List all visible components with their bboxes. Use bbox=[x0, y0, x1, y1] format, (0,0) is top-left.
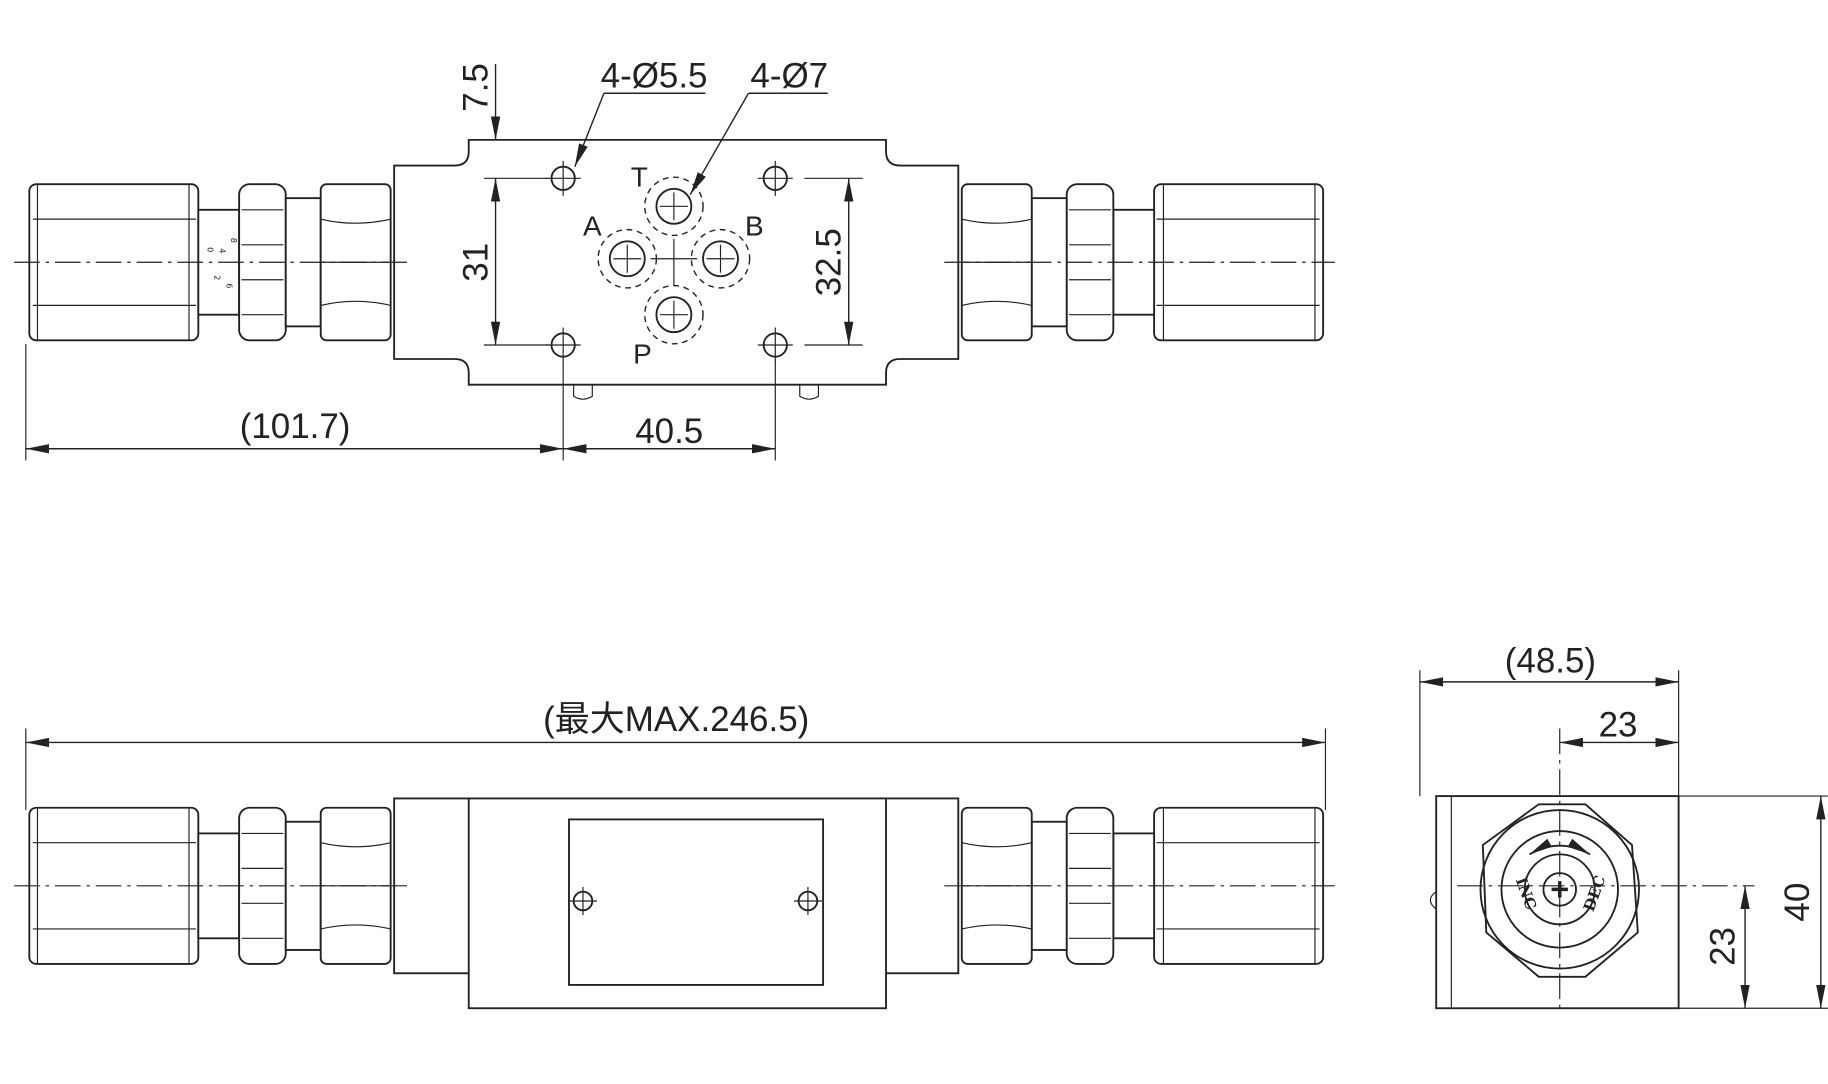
dim-7-5: 7.5 bbox=[456, 63, 495, 112]
port-label-t: T bbox=[631, 161, 648, 192]
svg-text:2: 2 bbox=[213, 275, 223, 280]
svg-text:8: 8 bbox=[229, 238, 239, 243]
port-label-b: B bbox=[745, 210, 764, 241]
svg-text:4: 4 bbox=[217, 248, 227, 253]
svg-text:0: 0 bbox=[206, 247, 216, 252]
port-label-a: A bbox=[583, 210, 602, 241]
nameplate bbox=[568, 818, 825, 986]
adjustment-scale: 8 4 0 2 6 bbox=[206, 238, 239, 289]
side-view: INC DEC (48.5) 23 40 23 bbox=[1419, 642, 1828, 1015]
svg-text:6: 6 bbox=[224, 283, 234, 288]
mounting-holes bbox=[545, 160, 793, 363]
dim-31: 31 bbox=[456, 243, 495, 282]
dim-knob-height: 23 bbox=[1704, 927, 1743, 966]
dim-101-7: (101.7) bbox=[240, 407, 351, 446]
dim-knob-offset: 23 bbox=[1599, 706, 1638, 745]
dim-overall-length: (最大MAX.246.5) bbox=[543, 700, 809, 739]
top-view: T A B P 8 4 0 2 6 7.5 31 32.5 4-Ø5.5 4-Ø… bbox=[14, 56, 1335, 461]
front-view: (最大MAX.246.5) bbox=[14, 700, 1335, 1010]
dim-32-5: 32.5 bbox=[810, 228, 849, 296]
dim-40-5: 40.5 bbox=[635, 412, 703, 451]
dim-height: 40 bbox=[1778, 883, 1817, 922]
port-label-p: P bbox=[633, 339, 652, 370]
dim-ports: 4-Ø7 bbox=[750, 56, 828, 95]
valve-body-outline bbox=[393, 138, 960, 386]
dim-width: (48.5) bbox=[1505, 642, 1596, 681]
dim-mounting-holes: 4-Ø5.5 bbox=[601, 56, 708, 95]
ports bbox=[597, 176, 751, 345]
